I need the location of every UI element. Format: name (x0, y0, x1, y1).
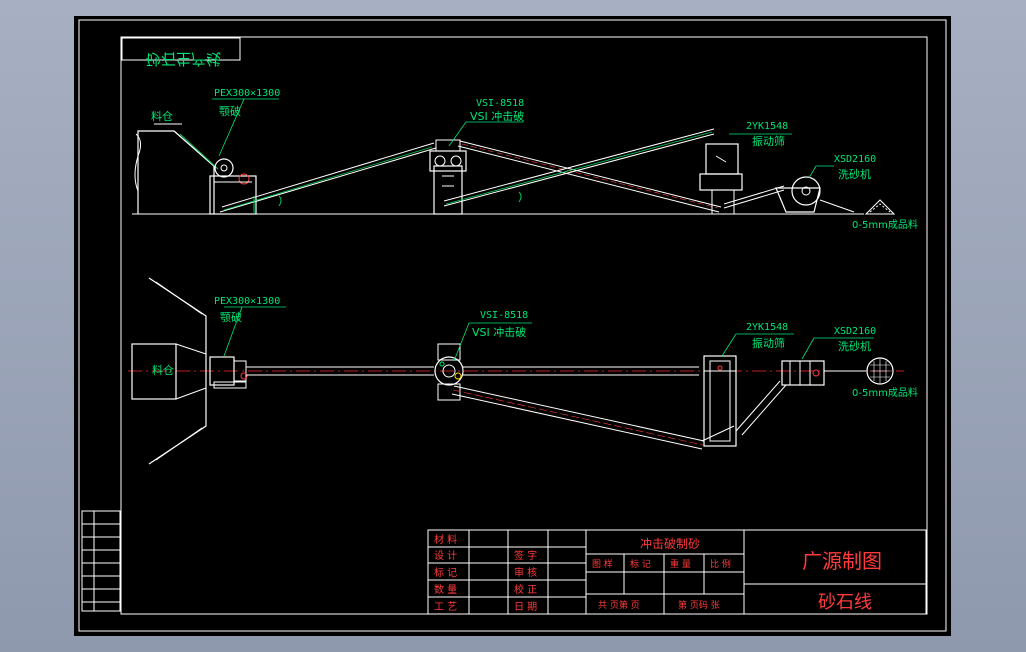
conveyor-3 (443, 128, 715, 207)
jaw-crusher-elevation (209, 158, 257, 215)
jaw-name-label-plan: 颚破 (220, 310, 242, 324)
sand-washer-elevation (775, 176, 855, 215)
washer-model-label-plan: XSD2160 (834, 326, 876, 337)
jaw-crusher-plan (209, 356, 248, 389)
conveyor-4 (723, 189, 785, 209)
product-pile-plan (824, 357, 894, 385)
bin-label-plan: 料仓 (152, 363, 174, 377)
feed-bin-plan: 料仓 (131, 277, 207, 465)
washer-name-label: 洗砂机 (838, 167, 871, 181)
jaw-model-label: PEX300×1300 (214, 88, 280, 99)
vibrating-screen-plan (703, 355, 737, 447)
washer-name-label-plan: 洗砂机 (838, 339, 871, 353)
cad-drawing: 砂石生产线 料仓 PEX300×1300 颚破 (78, 19, 947, 632)
vsi-name-label-plan: VSI 冲击破 (472, 325, 526, 339)
vsi-crusher-plan (434, 343, 464, 401)
conveyor-plan-3 (735, 380, 781, 432)
tb-label-sign: 签 字 (514, 549, 537, 562)
vsi-name-label: VSI 冲击破 (470, 109, 524, 123)
elevation-view: 料仓 PEX300×1300 颚破 (132, 88, 918, 231)
screen-name-label-plan: 振动筛 (752, 336, 785, 350)
title-block: 材 料 设 计 标 记 数 量 工 艺 签 字 审 核 校 正 日 期 冲击破制… (427, 529, 927, 615)
tb-header-pattern: 图 样 (592, 558, 613, 570)
sand-washer-plan (781, 360, 825, 386)
tb-label-review: 审 核 (514, 566, 537, 579)
jaw-name-label: 颚破 (219, 104, 241, 118)
tb-drawing-name: 冲击破制砂 (640, 536, 700, 551)
vibrating-screen-elevation (699, 143, 743, 214)
tb-subtitle: 砂石线 (818, 592, 872, 613)
corner-title-box: 砂石生产线 (121, 37, 241, 68)
jaw-model-label-plan: PEX300×1300 (214, 296, 280, 307)
tb-label-mark: 标 记 (434, 567, 457, 579)
product-label-plan: 0-5mm成品料 (852, 386, 918, 399)
return-conveyor-plan (451, 385, 735, 450)
tb-label-process: 工 艺 (434, 601, 457, 613)
tb-sheet-total: 共 页第 页 (598, 599, 640, 611)
vsi-crusher-elevation (429, 139, 467, 215)
tb-label-proof: 校 正 (514, 583, 537, 596)
tb-label-quantity: 数 量 (434, 583, 457, 596)
tb-company: 广源制图 (802, 549, 882, 573)
drawing-sheet: 砂石生产线 料仓 PEX300×1300 颚破 (74, 16, 951, 636)
vsi-model-label: VSI-8518 (476, 98, 524, 109)
conveyor-2 (457, 140, 722, 213)
tb-sheet-page: 第 页码 张 (678, 599, 720, 611)
product-pile-elevation (864, 199, 896, 215)
tb-label-material: 材 料 (434, 533, 457, 546)
tb-header-mark: 标 记 (630, 558, 651, 570)
screen-model-label: 2YK1548 (746, 121, 788, 132)
tb-label-design: 设 计 (434, 549, 457, 562)
vsi-model-label-plan: VSI-8518 (480, 310, 528, 321)
feed-bin-elevation: 料仓 (134, 109, 219, 214)
screen-model-label-plan: 2YK1548 (746, 322, 788, 333)
bin-label: 料仓 (151, 109, 173, 123)
plan-view: 料仓 PEX300×1300 颚破 VSI-8518 VSI 冲击破 (128, 277, 918, 465)
tb-header-scale: 比 例 (710, 558, 731, 570)
washer-model-label: XSD2160 (834, 154, 876, 165)
tb-label-date: 日 期 (514, 601, 537, 613)
conveyor-1 (219, 142, 437, 214)
outer-frame (78, 19, 947, 632)
tb-header-weight: 重 量 (670, 558, 691, 570)
revision-strip (81, 510, 121, 612)
screen-name-label: 振动筛 (752, 134, 785, 148)
corner-title: 砂石生产线 (146, 50, 221, 68)
product-label: 0-5mm成品料 (852, 218, 918, 231)
